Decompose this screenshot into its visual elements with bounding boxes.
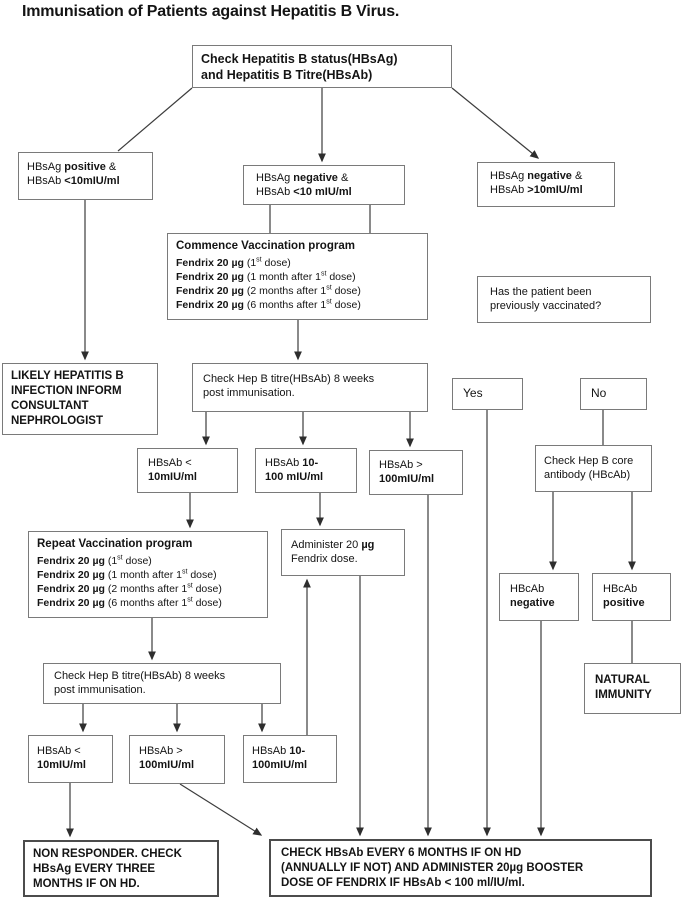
node-check-titre-1: Check Hep B titre(HBsAb) 8 weeks post im…: [192, 363, 428, 412]
node-hbsag-negative-high: HBsAg negative & HBsAb >10mIU/ml: [477, 162, 615, 207]
node-no: No: [580, 378, 647, 410]
node-hbsab-gt100-row1: HBsAb > 100mIU/ml: [369, 450, 463, 495]
connector-top-to-left: [117, 87, 193, 152]
node-likely-infection: LIKELY HEPATITIS B INFECTION INFORM CONS…: [2, 363, 158, 435]
node-commence-vaccination: Commence Vaccination program Fendrix 20 …: [167, 233, 428, 320]
node-natural-immunity: NATURAL IMMUNITY: [584, 663, 681, 714]
node-hbcab-negative: HBcAb negative: [499, 573, 579, 621]
node-hbsab-lt10-row1: HBsAb < 10mIU/ml: [137, 448, 238, 493]
node-previously-vaccinated-question: Has the patient been previously vaccinat…: [477, 276, 651, 323]
node-hbsab-lt10-row2: HBsAb < 10mIU/ml: [28, 735, 113, 783]
connector-gt100b-to-final: [179, 783, 263, 836]
node-hbsab-gt100-row2: HBsAb > 100mIU/ml: [129, 735, 225, 784]
node-yes: Yes: [452, 378, 523, 410]
node-hbsab-10-100-row2: HBsAb 10- 100mIU/ml: [243, 735, 337, 783]
node-hbsab-10-100-row1: HBsAb 10- 100 mIU/ml: [255, 448, 357, 493]
page-title: Immunisation of Patients against Hepatit…: [22, 3, 400, 20]
node-check-titre-2: Check Hep B titre(HBsAb) 8 weeks post im…: [43, 663, 281, 704]
node-non-responder: NON RESPONDER. CHECK HBsAg EVERY THREE M…: [23, 840, 219, 897]
connector-top-to-right: [451, 87, 540, 159]
node-hbcab-positive: HBcAb positive: [592, 573, 671, 621]
node-hbsag-negative-low: HBsAg negative & HBsAb <10 mIU/ml: [243, 165, 405, 205]
node-final-check-booster: CHECK HBsAb EVERY 6 MONTHS IF ON HD (ANN…: [269, 839, 652, 897]
node-hbsag-positive: HBsAg positive & HBsAb <10mIU/ml: [18, 152, 153, 200]
node-check-core-antibody: Check Hep B core antibody (HBcAb): [535, 445, 652, 492]
node-administer-fendrix: Administer 20 µg Fendrix dose.: [281, 529, 405, 576]
node-repeat-vaccination: Repeat Vaccination program Fendrix 20 µg…: [28, 531, 268, 618]
node-check-status: Check Hepatitis B status(HBsAg) and Hepa…: [192, 45, 452, 88]
